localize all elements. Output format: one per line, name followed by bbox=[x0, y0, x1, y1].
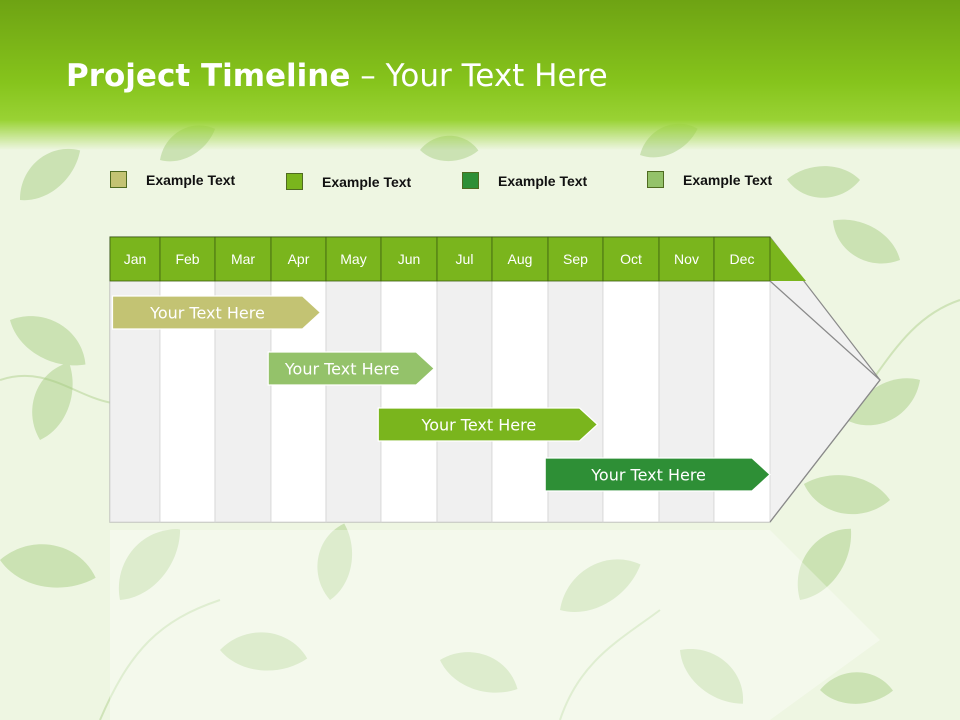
month-header-cell bbox=[658, 236, 715, 282]
legend-swatch bbox=[462, 172, 479, 189]
legend-swatch bbox=[647, 171, 664, 188]
legend-label: Example Text bbox=[322, 174, 412, 190]
title-rest: – Your Text Here bbox=[350, 58, 608, 94]
month-label: Sep bbox=[563, 251, 588, 267]
month-header-cell bbox=[270, 236, 327, 282]
month-header-cell bbox=[214, 236, 272, 282]
task-label: Your Text Here bbox=[284, 360, 400, 379]
month-label: Feb bbox=[175, 251, 199, 267]
month-label: Jul bbox=[456, 251, 474, 267]
month-label: Mar bbox=[231, 251, 255, 267]
month-label: Oct bbox=[620, 251, 642, 267]
legend-swatch bbox=[110, 171, 127, 188]
month-header-cell bbox=[547, 236, 604, 282]
header-arrow-tip bbox=[770, 237, 806, 281]
title-bold: Project Timeline bbox=[66, 58, 351, 94]
arrow-outline bbox=[769, 280, 881, 523]
month-label: Aug bbox=[508, 251, 533, 267]
task-bar bbox=[544, 457, 771, 492]
month-label: Nov bbox=[674, 251, 699, 267]
page-title: Project Timeline – Your Text Here bbox=[66, 58, 608, 94]
task-bar bbox=[111, 295, 322, 330]
month-column bbox=[491, 280, 549, 523]
month-header-cell bbox=[380, 236, 438, 282]
task-label: Your Text Here bbox=[590, 466, 706, 485]
month-column bbox=[380, 280, 438, 523]
task-bar bbox=[267, 351, 436, 386]
legend-label: Example Text bbox=[498, 173, 588, 189]
legend-swatch bbox=[286, 173, 303, 190]
header-band bbox=[0, 0, 960, 150]
legend-label: Example Text bbox=[683, 172, 773, 188]
task-bar bbox=[377, 407, 599, 442]
month-header-cell bbox=[491, 236, 549, 282]
month-label: Dec bbox=[730, 251, 755, 267]
month-label: May bbox=[340, 251, 366, 267]
month-header-cell bbox=[602, 236, 660, 282]
task-label: Your Text Here bbox=[149, 304, 265, 323]
month-label: Apr bbox=[288, 251, 310, 267]
month-label: Jan bbox=[124, 251, 147, 267]
month-column bbox=[325, 280, 382, 523]
month-column bbox=[436, 280, 493, 523]
month-header-cell bbox=[159, 236, 216, 282]
month-header-cell bbox=[713, 236, 771, 282]
month-header-cell bbox=[325, 236, 382, 282]
task-label: Your Text Here bbox=[421, 416, 537, 435]
month-label: Jun bbox=[398, 251, 421, 267]
legend-label: Example Text bbox=[146, 172, 236, 188]
month-header-cell bbox=[109, 236, 161, 282]
